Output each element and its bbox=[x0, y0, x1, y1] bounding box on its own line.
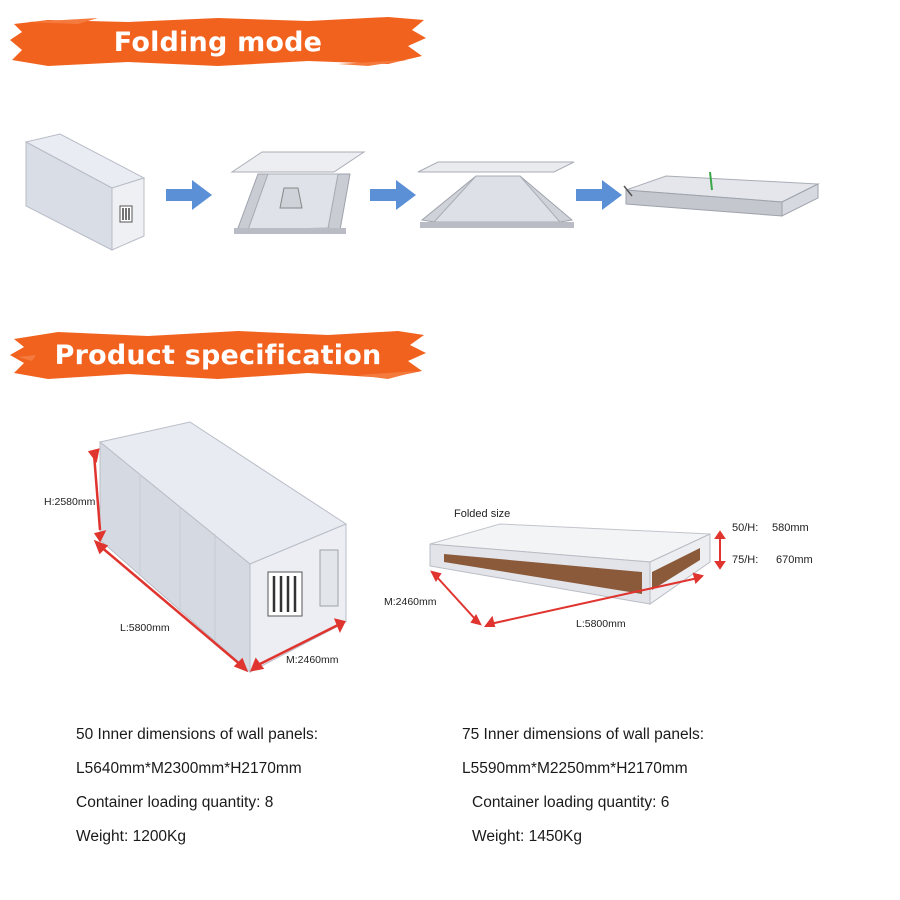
unfolding-roof-icon bbox=[230, 151, 366, 234]
spec75-line4: Weight: 1450Kg bbox=[472, 828, 583, 845]
container-height-label: H:2580mm bbox=[44, 496, 96, 508]
arrow-right-icon bbox=[166, 180, 212, 210]
folding-mode-title: Folding mode bbox=[113, 26, 323, 58]
product-spec-title: Product specification bbox=[54, 339, 382, 371]
arrow-right-icon bbox=[576, 180, 622, 210]
folded-container-icon bbox=[24, 133, 146, 251]
spec75-line1: 75 Inner dimensions of wall panels: bbox=[462, 726, 705, 743]
dimension-arrows bbox=[87, 448, 346, 673]
folded-h75-key: 75/H: bbox=[732, 554, 759, 566]
collapsing-walls-icon bbox=[417, 161, 575, 228]
container-diagram: H:2580mm L:5800mm M:2460mm bbox=[40, 410, 380, 690]
flat-pack-icon bbox=[623, 171, 820, 217]
arrow-right-icon bbox=[370, 180, 416, 210]
product-spec-banner: Product specification bbox=[8, 327, 428, 383]
folded-width-label: M:2460mm bbox=[384, 596, 437, 608]
folding-steps bbox=[0, 120, 900, 270]
spec50-line3: Container loading quantity: 8 bbox=[76, 794, 274, 811]
folded-dimension-arrows bbox=[430, 530, 726, 627]
brush-stroke-icon bbox=[10, 17, 426, 66]
folded-caption: Folded size bbox=[454, 508, 511, 520]
container-length-label: L:5800mm bbox=[120, 622, 170, 634]
folding-mode-banner: Folding mode bbox=[8, 14, 428, 70]
folded-length-label: L:5800mm bbox=[576, 618, 626, 630]
container-width-label: M:2460mm bbox=[286, 654, 339, 666]
folded-h50-value: 580mm bbox=[772, 522, 809, 534]
folded-h50-key: 50/H: bbox=[732, 522, 759, 534]
folded-h75-value: 670mm bbox=[776, 554, 813, 566]
folded-illustration bbox=[429, 523, 711, 605]
spec75-line3: Container loading quantity: 6 bbox=[472, 794, 670, 811]
spec50-line1: 50 Inner dimensions of wall panels: bbox=[76, 726, 319, 743]
brush-stroke-icon bbox=[10, 331, 426, 379]
spec50-line4: Weight: 1200Kg bbox=[76, 828, 187, 845]
spec50-line2: L5640mm*M2300mm*H2170mm bbox=[76, 760, 302, 777]
container-illustration bbox=[98, 421, 348, 674]
spec75-line2: L5590mm*M2250mm*H2170mm bbox=[462, 760, 688, 777]
folded-diagram: Folded size M:2460mm L:5800mm 50/H: 580m… bbox=[380, 500, 840, 640]
